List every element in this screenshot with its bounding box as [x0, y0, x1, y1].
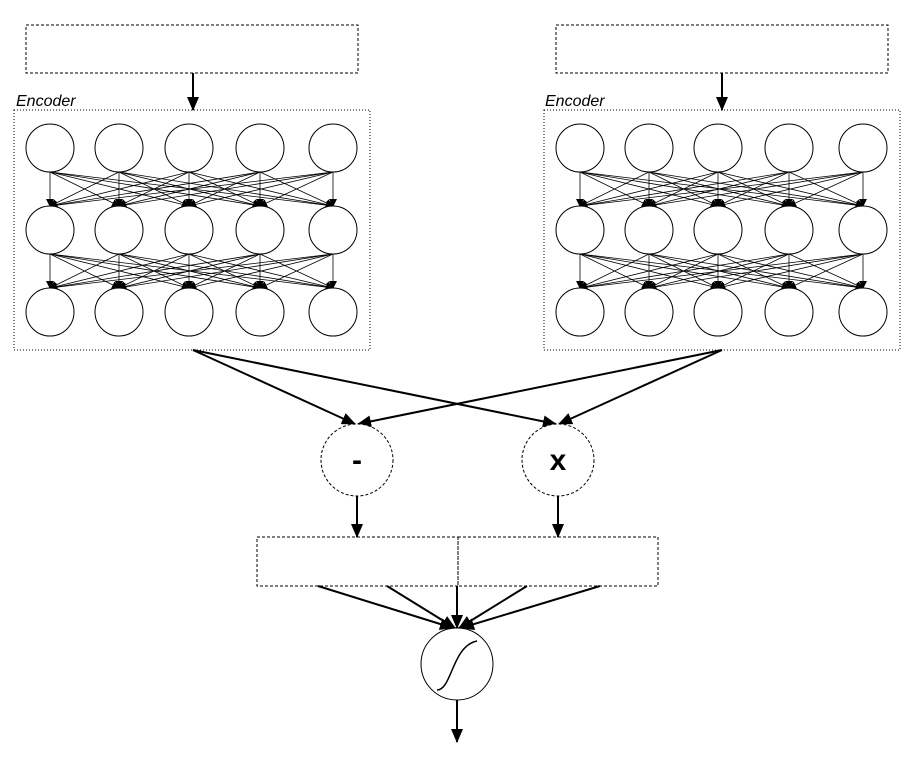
- left-neuron-l2-3: [164, 205, 214, 255]
- left-neuron-l2-5: [308, 205, 358, 255]
- right-connection-l2-3-1: [579, 253, 719, 291]
- left-neuron-l2-1: [25, 205, 75, 255]
- left-neuron-l3-3: [164, 287, 214, 337]
- fan-in-arrow-2: [386, 585, 456, 629]
- right-connection-l1-2-1: [579, 171, 650, 207]
- right-input-box: [555, 24, 889, 74]
- left-neuron-l3-4: [235, 287, 285, 337]
- left-connection-l2-5-3: [188, 253, 334, 291]
- right-neuron-l3-3: [693, 287, 743, 337]
- right-connection-l1-5-2: [648, 171, 864, 209]
- right-encoder-label: Encoder: [545, 93, 605, 110]
- left-neuron-l1-5: [308, 123, 358, 173]
- right-neuron-l1-5: [838, 123, 888, 173]
- left-encoder-label: Encoder: [16, 93, 76, 110]
- left-connection-l1-2-1: [49, 171, 120, 207]
- concat-box-left: [256, 536, 459, 587]
- left-connection-l2-3-1: [49, 253, 190, 291]
- left-neuron-l2-2: [94, 205, 144, 255]
- left-connection-l2-5-1: [49, 253, 334, 292]
- left-connection-l1-4-1: [49, 171, 261, 209]
- subtract-symbol: -: [352, 444, 362, 477]
- right-neuron-l2-5: [838, 205, 888, 255]
- right-connection-l1-4-1: [579, 171, 790, 209]
- left-neuron-l1-1: [25, 123, 75, 173]
- left-connection-l1-3-1: [49, 171, 190, 209]
- left-neuron-l1-2: [94, 123, 144, 173]
- right-connection-l1-5-4: [788, 171, 864, 207]
- sigmoid-node: [420, 627, 494, 701]
- right-to-multiply-arrow: [558, 349, 723, 425]
- left-neuron-l3-1: [25, 287, 75, 337]
- right-connection-l2-5-3: [717, 253, 864, 291]
- left-connection-l2-4-1: [49, 253, 261, 291]
- left-neuron-l3-5: [308, 287, 358, 337]
- right-connection-l1-5-3: [717, 171, 864, 209]
- right-neuron-l2-3: [693, 205, 743, 255]
- right-connection-l2-2-1: [579, 253, 650, 289]
- left-neuron-l2-4: [235, 205, 285, 255]
- right-connection-l1-3-1: [579, 171, 719, 209]
- right-neuron-l1-4: [764, 123, 814, 173]
- left-neuron-l1-4: [235, 123, 285, 173]
- left-to-subtract-arrow: [192, 349, 356, 425]
- right-connection-l2-4-1: [579, 253, 790, 291]
- left-connection-l2-5-4: [259, 253, 334, 289]
- fan-in-arrow-5: [460, 585, 601, 630]
- left-connection-l1-5-4: [259, 171, 334, 207]
- right-neuron-l3-5: [838, 287, 888, 337]
- right-neuron-l3-1: [555, 287, 605, 337]
- fan-in-arrow-1: [317, 585, 454, 630]
- right-connection-l2-5-1: [579, 253, 864, 292]
- left-connection-l1-5-1: [49, 171, 334, 210]
- left-connection-l1-5-2: [118, 171, 334, 209]
- right-connection-l2-5-4: [788, 253, 864, 289]
- right-neuron-l2-4: [764, 205, 814, 255]
- left-neuron-l1-3: [164, 123, 214, 173]
- left-neuron-l3-2: [94, 287, 144, 337]
- sigmoid-curve-icon: [436, 640, 478, 691]
- fan-in-arrow-4: [458, 585, 528, 629]
- right-neuron-l3-2: [624, 287, 674, 337]
- left-input-box: [25, 24, 359, 74]
- right-to-subtract-arrow: [357, 349, 723, 428]
- right-neuron-l1-2: [624, 123, 674, 173]
- left-connection-l1-5-3: [188, 171, 334, 209]
- right-neuron-l3-4: [764, 287, 814, 337]
- right-connection-l1-5-1: [579, 171, 864, 210]
- left-to-multiply-arrow: [192, 349, 557, 428]
- left-encoder-network: [25, 123, 358, 337]
- right-neuron-l2-2: [624, 205, 674, 255]
- right-neuron-l1-3: [693, 123, 743, 173]
- right-encoder-network: [555, 123, 888, 337]
- left-connection-l2-5-2: [118, 253, 334, 291]
- left-encoder-box: [13, 109, 371, 351]
- right-neuron-l1-1: [555, 123, 605, 173]
- right-neuron-l2-1: [555, 205, 605, 255]
- concat-box-right: [457, 536, 659, 587]
- left-connection-l2-2-1: [49, 253, 120, 289]
- right-connection-l2-5-2: [648, 253, 864, 291]
- multiply-symbol: x: [550, 444, 567, 477]
